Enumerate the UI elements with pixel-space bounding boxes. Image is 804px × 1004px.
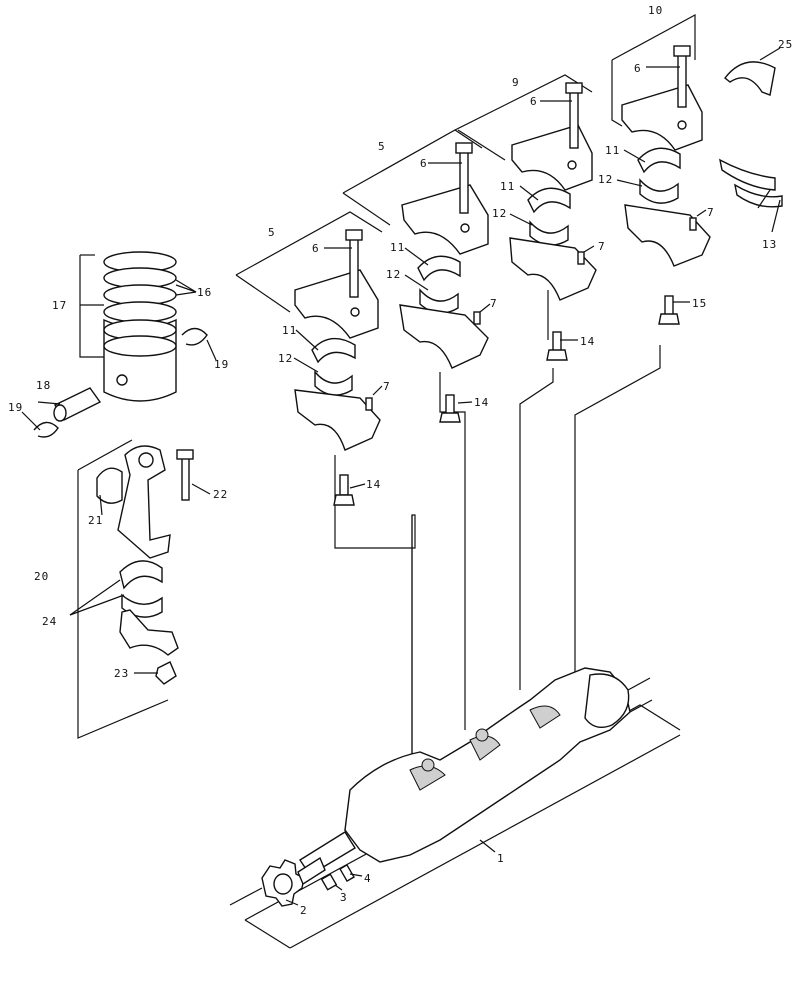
- callout-12c: 12: [492, 207, 507, 220]
- callout-11b: 11: [390, 241, 405, 254]
- callout-5b: 5: [378, 140, 386, 153]
- callout-12d: 12: [598, 173, 613, 186]
- callout-20: 20: [34, 570, 49, 583]
- bearing-assembly-c: [509, 82, 597, 361]
- callout-3: 3: [340, 891, 348, 904]
- callout-6d: 6: [634, 62, 642, 75]
- callout-6c: 6: [530, 95, 538, 108]
- callout-2: 2: [300, 904, 308, 917]
- callout-22: 22: [213, 488, 228, 501]
- callout-7b: 7: [490, 297, 498, 310]
- bearing-assembly-b: [399, 142, 489, 423]
- crankshaft: [229, 667, 653, 907]
- piston-assembly: [33, 251, 208, 438]
- callout-17: 17: [52, 299, 67, 312]
- callout-7d: 7: [707, 206, 715, 219]
- callout-16: 16: [197, 286, 212, 299]
- callout-9: 9: [512, 76, 520, 89]
- callout-18: 18: [36, 379, 51, 392]
- callout-21: 21: [88, 514, 103, 527]
- callout-12b: 12: [386, 268, 401, 281]
- callout-14b: 14: [474, 396, 489, 409]
- callout-4: 4: [364, 872, 372, 885]
- callout-11d: 11: [605, 144, 620, 157]
- callout-14c: 14: [580, 335, 595, 348]
- callout-5a: 5: [268, 226, 276, 239]
- callout-labels: 1 2 3 4 5 5 6 6 6 6 7 7 7 7 9 10 11 11 1…: [8, 4, 793, 917]
- callout-11c: 11: [500, 180, 515, 193]
- callout-10: 10: [648, 4, 663, 17]
- callout-6b: 6: [420, 157, 428, 170]
- callout-13: 13: [762, 238, 777, 251]
- callout-19b: 19: [214, 358, 229, 371]
- callout-12a: 12: [278, 352, 293, 365]
- connecting-rod: [96, 445, 194, 685]
- group-brackets: [77, 13, 696, 949]
- callout-11a: 11: [282, 324, 297, 337]
- callout-6a: 6: [312, 242, 320, 255]
- callout-7a: 7: [383, 380, 391, 393]
- callout-25: 25: [778, 38, 793, 51]
- bearing-assembly-d: [621, 45, 711, 325]
- bearing-assembly-a: [294, 229, 381, 506]
- callout-24: 24: [42, 615, 57, 628]
- callout-14a: 14: [366, 478, 381, 491]
- callout-7c: 7: [598, 240, 606, 253]
- callout-1: 1: [497, 852, 505, 865]
- leader-lines: [21, 47, 781, 906]
- thrust-washers: [719, 61, 783, 208]
- callout-15: 15: [692, 297, 707, 310]
- callout-19a: 19: [8, 401, 23, 414]
- callout-23: 23: [114, 667, 129, 680]
